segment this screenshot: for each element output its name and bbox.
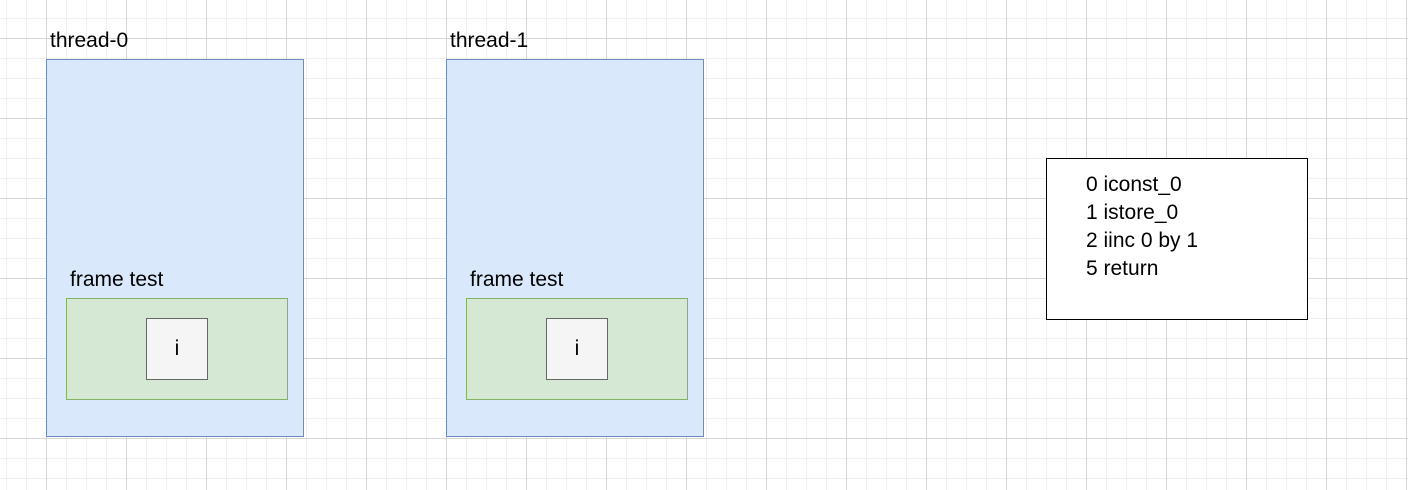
bytecode-box[interactable]: 0 iconst_0 1 istore_0 2 iinc 0 by 1 5 re… [1046, 158, 1308, 320]
thread-1-frame-label: frame test [470, 268, 564, 291]
thread-0-label: thread-0 [50, 29, 129, 52]
bytecode-line: 5 return [1086, 257, 1159, 280]
thread-1-label: thread-1 [450, 29, 529, 52]
bytecode-line: 1 istore_0 [1086, 201, 1179, 224]
bytecode-line: 2 iinc 0 by 1 [1086, 229, 1199, 252]
thread-0-frame-label: frame test [70, 268, 164, 291]
thread-0-variable-box[interactable]: i [146, 318, 208, 380]
thread-0-variable-name: i [174, 337, 180, 360]
thread-1-variable-name: i [574, 337, 580, 360]
thread-1-variable-box[interactable]: i [546, 318, 608, 380]
bytecode-line: 0 iconst_0 [1086, 173, 1182, 196]
